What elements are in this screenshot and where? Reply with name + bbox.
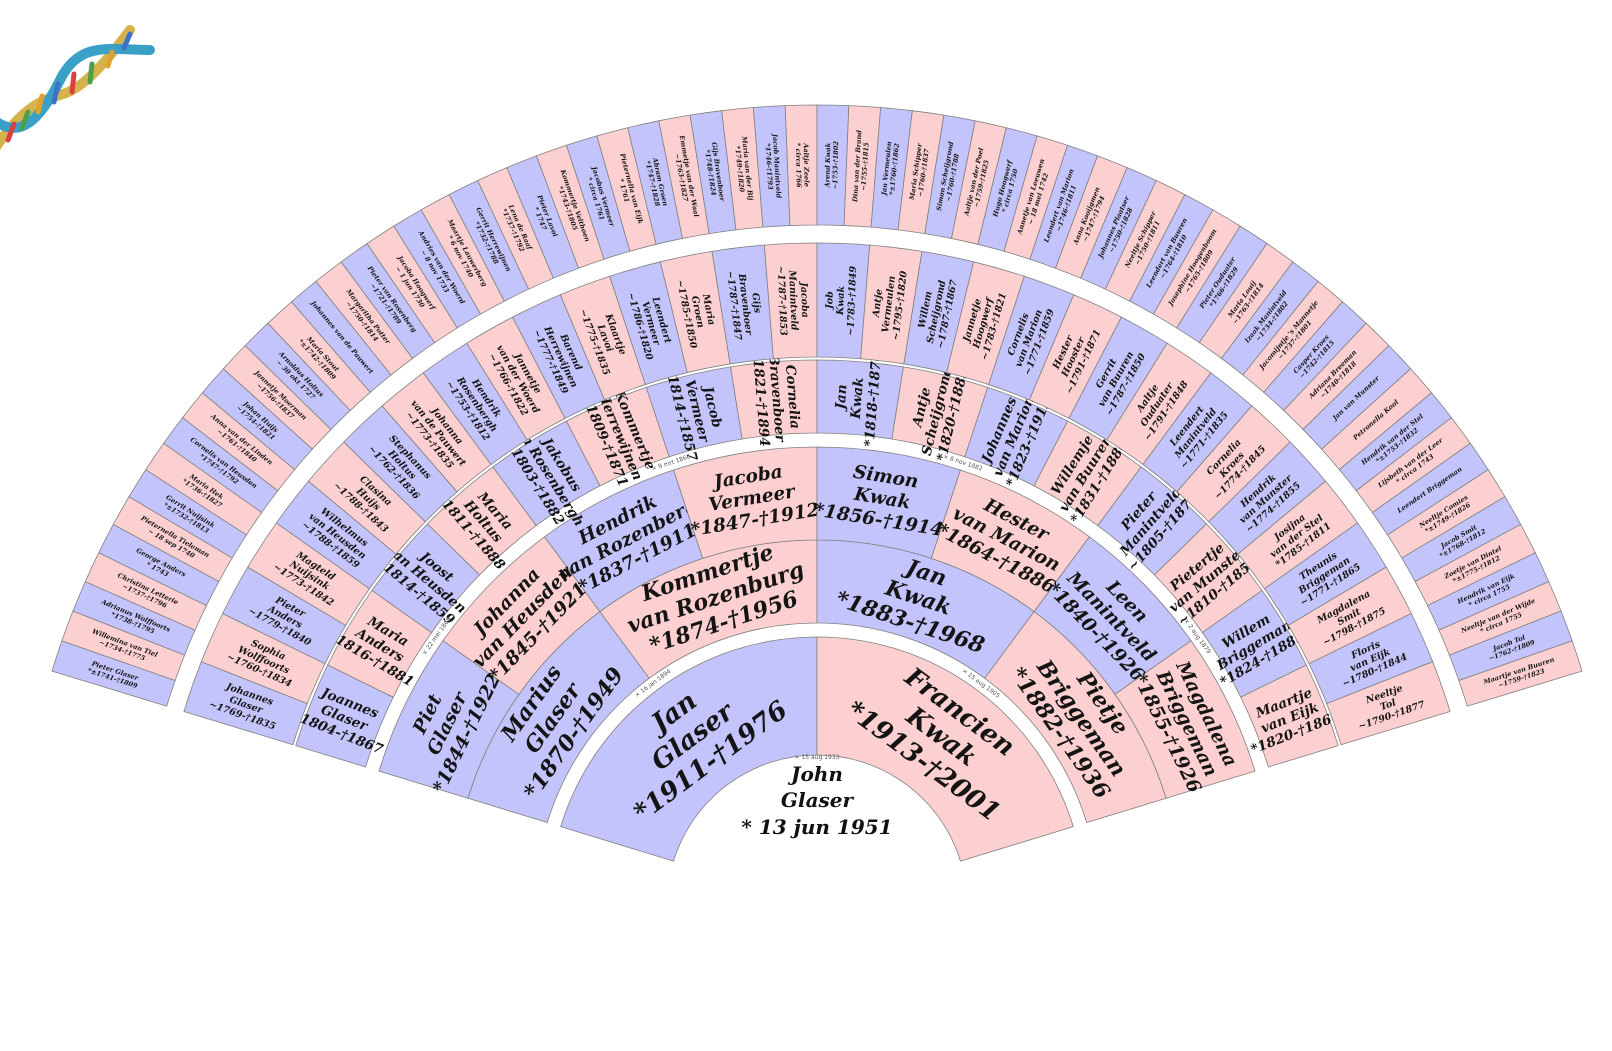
ancestor-name-line: *1821-†1894	[749, 351, 772, 447]
ancestor-name-line: Arend Kwak	[823, 142, 832, 188]
ancestor-cell[interactable]: Maartje van Buuren~1759-†1823	[1458, 640, 1583, 707]
dna-helix-icon	[0, 25, 155, 151]
ancestor-cell[interactable]: Aaltje van der Poel~1759-†1825	[951, 120, 1007, 245]
ancestor-cell[interactable]: Jan Vermeulen*±1760-†1862	[870, 107, 913, 231]
ancestor-name-line: Tol	[1379, 697, 1398, 713]
ancestor-name-line: Jacoba	[798, 280, 810, 318]
ancestor-cell[interactable]: Dina van der Brand~1755-†1815	[843, 105, 882, 228]
ancestor-cell[interactable]: Arend Kwak~1753-†1802	[816, 104, 850, 226]
ancestor-name-line: ~1787-†1853	[775, 266, 789, 337]
ancestor-cell[interactable]: Emmetje van der Waal~1763-†1827	[658, 114, 710, 239]
root-birth-date: * 13 jun 1951	[741, 815, 892, 839]
ancestor-cell[interactable]: Maria van der Bij*1749-†1820	[721, 107, 764, 231]
root-person[interactable]: John Glaser * 13 jun 1951	[741, 762, 892, 839]
ancestor-cell-background	[1240, 664, 1339, 768]
ancestor-cell[interactable]: Abram Groen*1747-†1828	[627, 120, 683, 245]
ancestor-name-line: * circa 1766	[794, 143, 803, 188]
ancestor-cell[interactable]: Zoetje van Dintel*±1775-†1812	[1414, 523, 1536, 607]
ancestor-cell-background	[560, 636, 818, 862]
ancestor-cell[interactable]: Maria Stout*±1742-†1809	[267, 301, 371, 412]
ancestor-cell[interactable]: Jacob Smit*±1768-†1812	[1401, 496, 1522, 583]
ancestor-name-line: Kwak	[835, 285, 847, 316]
ancestor-name-line: Jacob Manintveld	[771, 132, 783, 199]
ancestor-name-line: Manintveld	[786, 269, 799, 331]
ancestor-cell[interactable]: Gijs Bravenboer*1748-†1824	[689, 110, 737, 235]
ancestor-name-line: Gijs	[749, 292, 762, 314]
ancestor-name-line: *1818-†1876	[862, 351, 886, 447]
ancestor-name-line: Bravenboer	[765, 353, 788, 444]
ancestor-name-line: Antje	[871, 288, 885, 318]
root-first-name: John	[787, 762, 843, 786]
ancestor-cell[interactable]: Hugo Hoogwerf* circa 1750	[977, 127, 1038, 252]
ancestor-cell[interactable]: Simon Scheijgrond~1760-†1788	[924, 114, 976, 239]
ancestor-name-line: Jan	[832, 384, 850, 413]
ancestor-cell-background	[816, 636, 1074, 862]
ancestor-name-line: *1746-†1793	[764, 143, 775, 190]
generation-4: JoannesGlaser*1804-†1867MariaAnders*1816…	[291, 351, 1343, 768]
ancestor-name-line: Cornelia	[782, 364, 803, 429]
root-surname: Glaser	[781, 788, 855, 812]
ancestor-cell-background	[1458, 640, 1583, 707]
ancestor-cell[interactable]: Pieter Glaser*±1741-†1809	[51, 640, 176, 707]
ancestor-name-line: ~1783-†1849	[845, 265, 859, 336]
marriage-date-label: × 15 aug 1933	[795, 754, 840, 761]
ancestor-cell-background	[1326, 661, 1451, 746]
ancestor-cell[interactable]: Jacoba Hoogwerf~ 1 jun 1730	[366, 225, 458, 344]
ancestor-name-line: ~1753-†1802	[831, 141, 840, 190]
ancestor-cell[interactable]: Leendert van Marion~1746-†1811	[1029, 144, 1099, 269]
ancestor-cell[interactable]: Maria Schipper~1760-†1837	[897, 110, 945, 235]
generation-5: JohannesGlaser~1769-†1835SophiaWolffoort…	[183, 242, 1451, 746]
ancestor-cell[interactable]: George Anders* 1743	[98, 523, 220, 607]
ancestor-cell[interactable]: Jacob Manintveld*1746-†1793	[752, 105, 791, 228]
ancestor-name-line: Kwak	[848, 377, 867, 421]
ancestor-name-line: Job	[824, 291, 836, 311]
ancestor-cell-background	[1114, 640, 1256, 799]
ancestor-cell[interactable]: Aaltje Zeele* circa 1766	[784, 104, 818, 226]
ancestor-name-line: Aaltje Zeele	[802, 142, 811, 187]
ancestor-name-line: ~1755-†1815	[860, 142, 871, 191]
ancestor-cell[interactable]: Jacobus Vermeer* circa 1761	[565, 135, 631, 260]
